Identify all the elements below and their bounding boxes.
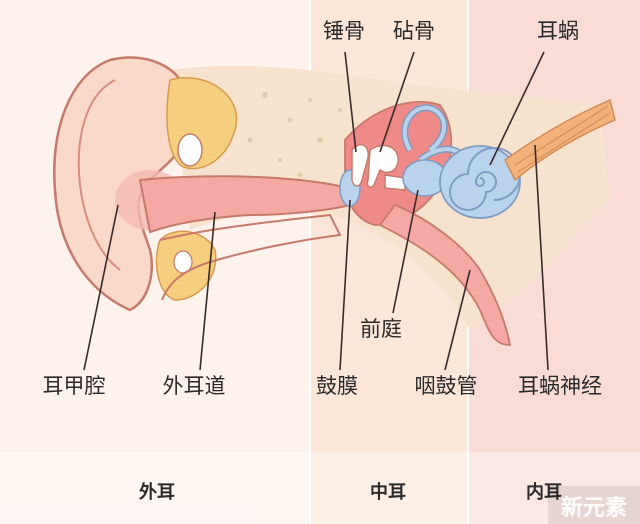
watermark-badge: [548, 486, 640, 524]
leader-eardrum: [339, 199, 351, 371]
leader-vestibule: [392, 189, 419, 314]
label-anvil: 砧骨: [393, 19, 435, 43]
leader-anvil: [379, 51, 415, 153]
section-outer-ear: 外耳: [139, 481, 175, 503]
label-vestibule: 前庭: [360, 317, 402, 341]
nerve-fibers: [514, 105, 611, 173]
leader-cochlear-nerve: [534, 144, 549, 371]
label-eardrum: 鼓膜: [316, 374, 358, 398]
eustachian-tube: [378, 203, 512, 346]
label-hammer: 锤骨: [323, 19, 365, 43]
leader-hammer: [344, 51, 357, 153]
section-footer-band: [0, 452, 640, 524]
label-concha: 耳甲腔: [43, 374, 106, 398]
cartilage-opening: [177, 133, 203, 167]
leader-ear-canal: [199, 211, 216, 371]
label-cochlear-nerve: 耳蜗神经: [518, 374, 602, 398]
watermark: 新元素: [561, 495, 627, 521]
malleus: [351, 143, 369, 187]
leader-eustachian-tube: [444, 269, 471, 371]
label-eustachian-tube: 咽鼓管: [415, 374, 478, 398]
stapes: [384, 174, 406, 191]
section-inner-ear: 内耳: [526, 481, 562, 503]
leader-concha: [83, 204, 119, 371]
ear-canal-lower-wall: [159, 213, 342, 301]
label-cochlea: 耳蜗: [537, 19, 579, 43]
section-middle-ear: 中耳: [370, 481, 406, 503]
label-ear-canal: 外耳道: [163, 374, 226, 398]
leader-cochlea: [489, 51, 545, 166]
incus: [366, 144, 399, 188]
cochlear-nerve: [504, 99, 616, 182]
auricle-fold: [77, 79, 121, 271]
